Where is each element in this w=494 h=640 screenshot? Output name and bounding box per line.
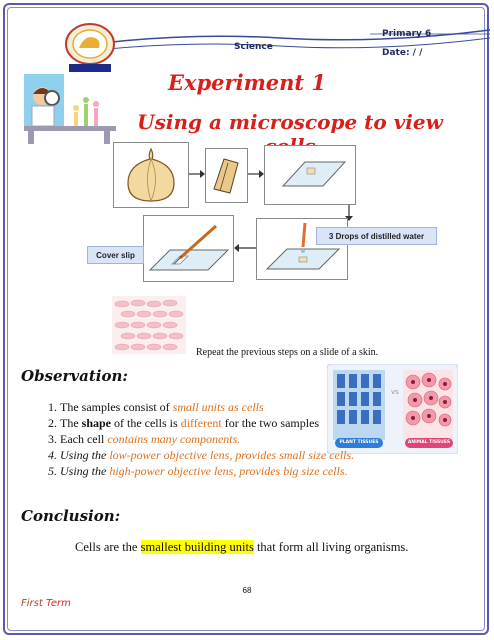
experiment-title: Experiment 1 xyxy=(167,70,327,95)
conclusion-text: Cells are the smallest building units th… xyxy=(75,540,409,554)
arrow-right-1 xyxy=(189,170,205,178)
cover-slip-panel xyxy=(143,215,234,282)
list-item: Each cell contains many components. xyxy=(60,431,480,447)
observation-heading: Observation: xyxy=(21,367,128,385)
school-logo xyxy=(55,20,125,78)
header-band xyxy=(80,29,490,53)
skin-cells-image xyxy=(112,296,186,354)
conclusion-highlight: smallest building units xyxy=(140,540,254,554)
arrow-right-2 xyxy=(248,170,264,178)
grade-label: Primary 6 xyxy=(382,29,432,39)
water-label: 3 Drops of distilled water xyxy=(316,227,437,245)
tissue-comparison-image: vs PLANT TISSUES ANIMAL TISSUES xyxy=(326,363,459,455)
scientist-illustration xyxy=(24,74,116,144)
list-item: The shape of the cells is different for … xyxy=(60,415,480,431)
page-number: 68 xyxy=(242,586,252,595)
arrow-down xyxy=(345,205,353,221)
arrow-left xyxy=(234,244,256,252)
list-item: Using the low-power objective lens, prov… xyxy=(60,447,480,463)
cover-slip-label: Cover slip xyxy=(87,246,144,264)
page-frame xyxy=(3,3,489,635)
onion-panel xyxy=(113,142,189,208)
subject-label: Science xyxy=(234,42,273,52)
skin-caption: Repeat the previous steps on a slide of … xyxy=(196,347,379,358)
date-label: Date: / / xyxy=(382,48,423,58)
observation-list: The samples consist of small units as ce… xyxy=(38,399,480,479)
list-item: The samples consist of small units as ce… xyxy=(60,399,480,415)
conclusion-heading: Conclusion: xyxy=(21,507,121,525)
term-label: First Term xyxy=(21,598,71,609)
page-frame-inner xyxy=(7,7,485,631)
plant-tissues-label: PLANT TISSUES xyxy=(339,440,379,445)
svg-text:vs: vs xyxy=(391,388,399,396)
animal-tissues-label: ANIMAL TISSUES xyxy=(407,440,451,445)
school-motto: SAFE AHEAD xyxy=(72,64,108,70)
slide-panel xyxy=(264,145,356,205)
list-item: Using the high-power objective lens, pro… xyxy=(60,463,480,479)
onion-layer-panel xyxy=(205,148,248,203)
water-drop-panel xyxy=(256,218,348,280)
